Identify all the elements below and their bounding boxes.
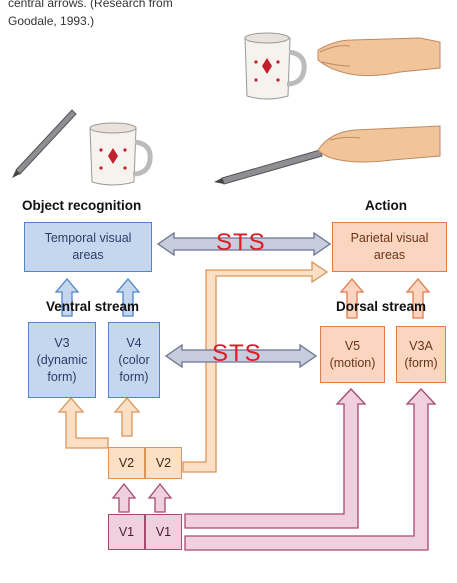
caption-line-1: central arrows. (Research from [8,0,173,10]
hand-icon [317,37,441,77]
action-heading: Action [365,198,407,213]
v4-line-2: (color [118,352,150,367]
v2-to-v4-arrow [113,397,141,437]
v3a-line-1: V3A [409,338,433,353]
temporal-visual-areas-box: Temporal visual areas [24,222,152,272]
sts-top-label: STS [216,229,266,256]
v5-line-2: (motion) [329,355,376,370]
v4-line-3: form) [119,369,149,384]
mug-icon [244,32,307,100]
pencil-icon [12,109,77,178]
hand-icon [317,125,441,163]
v4-box: V4 (color form) [108,322,160,398]
v3-box: V3 (dynamic form) [28,322,96,398]
caption-line-2: Goodale, 1993.) [8,14,95,28]
sts-top-arrow [156,231,332,257]
v5-box: V5 (motion) [320,326,385,383]
v3a-to-parietal-arrow [405,277,431,319]
v2-to-v3-arrow [57,397,109,449]
v1-to-v3a-arrow [184,388,437,551]
pencil-icon [214,149,323,185]
v1-to-v2-arrow [111,482,137,513]
v2-left-box: V2 [108,447,145,479]
parietal-visual-areas-box: Parietal visual areas [332,222,447,272]
v3-to-temporal-arrow [54,277,80,317]
v1-to-v5-arrow [184,388,367,529]
v1-to-v2-arrow [147,482,173,513]
v4-line-1: V4 [126,335,142,350]
v3a-box: V3A (form) [396,326,446,383]
figure-caption: central arrows. (Research from Goodale, … [8,0,173,30]
temporal-line-1: Temporal visual [44,231,132,245]
parietal-line-1: Parietal visual [350,231,429,245]
v5-to-parietal-arrow [339,277,365,319]
v1-left-box: V1 [108,514,145,550]
v2-to-parietal-arrow [182,260,329,473]
sts-middle-arrow [164,343,318,369]
v1-right-box: V1 [145,514,182,550]
ventral-stream-heading: Ventral stream [46,299,140,314]
v3-line-1: V3 [54,335,70,350]
v3-line-3: form) [47,369,77,384]
dorsal-stream-heading: Dorsal stream [336,299,427,314]
v3-line-2: (dynamic [36,352,88,367]
v5-line-1: V5 [344,338,361,353]
sts-middle-label: STS [212,340,262,367]
v2-right-box: V2 [145,447,182,479]
parietal-line-2: areas [373,248,406,262]
temporal-line-2: areas [72,248,104,262]
v4-to-temporal-arrow [115,277,141,317]
v3a-line-2: (form) [404,355,438,370]
object-recognition-heading: Object recognition [22,198,142,213]
mug-icon [89,122,153,186]
